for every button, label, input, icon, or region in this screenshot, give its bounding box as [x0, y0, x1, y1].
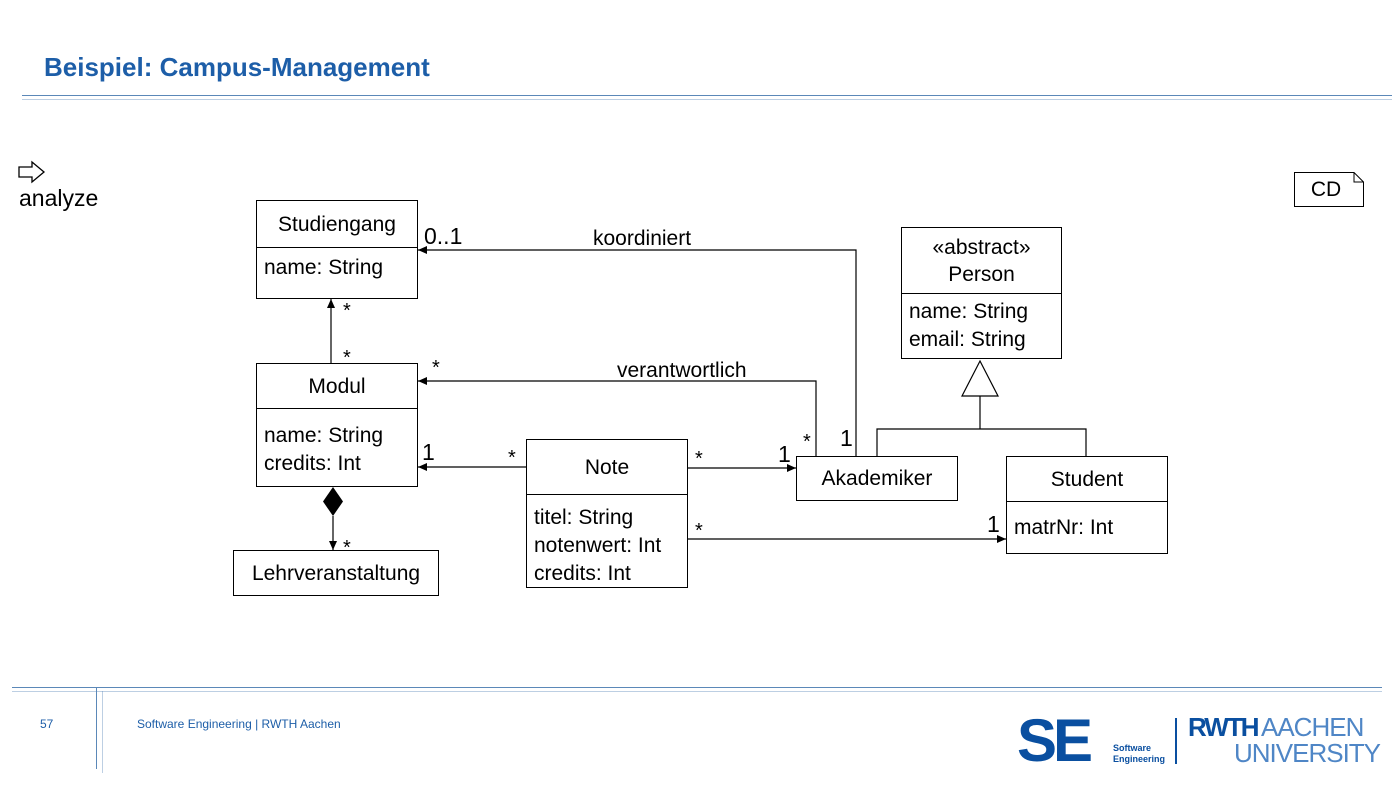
se-logo-line1: Software — [1113, 743, 1152, 753]
class-attributes: name: String — [257, 248, 417, 288]
class-stereotype: «abstract» — [932, 235, 1031, 259]
class-attributes: name: String email: String — [902, 294, 1061, 360]
class-lehrveranstaltung[interactable]: Lehrveranstaltung — [233, 550, 439, 596]
association-label-koordiniert: koordiniert — [593, 227, 692, 250]
multiplicity-note-akademiker-note: * — [695, 448, 703, 470]
attribute: name: String — [264, 256, 384, 279]
slide-title: Beispiel: Campus-Management — [44, 52, 430, 82]
attribute: matrNr: Int — [1014, 516, 1114, 539]
se-logo: SE Software Engineering — [1015, 707, 1166, 774]
multiplicity-koordiniert-studiengang: 0..1 — [424, 223, 463, 249]
footer-divider-thin — [102, 691, 103, 773]
page-number: 57 — [40, 717, 54, 731]
logo-separator — [1175, 718, 1177, 764]
class-student[interactable]: Student matrNr: Int — [1006, 456, 1168, 554]
class-akademiker[interactable]: Akademiker — [796, 456, 958, 501]
footer-text: Software Engineering | RWTH Aachen — [137, 717, 341, 731]
composition-diamond — [323, 487, 343, 516]
multiplicity-modul-note-modul: 1 — [422, 439, 435, 465]
class-attributes: name: String credits: Int — [257, 409, 417, 484]
diagram-tag-label: CD — [1310, 178, 1342, 201]
class-name: Student — [1007, 457, 1167, 502]
multiplicity-lehrveranstaltung: * — [343, 537, 351, 559]
class-attributes: matrNr: Int — [1007, 502, 1167, 548]
edge-verantwortlich — [418, 377, 820, 465]
edge-koordiniert — [418, 246, 860, 465]
footer-logos: SE Software Engineering RWTH AACHEN UNIV… — [1015, 707, 1381, 774]
rwth-logo-university: UNIVERSITY — [1234, 738, 1381, 768]
class-name: Person — [948, 262, 1015, 286]
class-name: Note — [527, 440, 687, 495]
attribute: email: String — [909, 328, 1026, 351]
footer-divider — [96, 687, 97, 769]
multiplicity-verantwortlich-modul: * — [432, 357, 440, 379]
footer-rule — [12, 687, 1382, 688]
se-logo-line2: Engineering — [1113, 754, 1166, 764]
hollow-arrow-icon — [18, 160, 46, 184]
class-attributes: titel: String notenwert: Int credits: In… — [527, 495, 687, 594]
analyze-label: analyze — [19, 185, 99, 211]
multiplicity-note-student-student: 1 — [987, 511, 1000, 537]
attribute: credits: Int — [264, 452, 361, 475]
attribute: titel: String — [534, 506, 634, 529]
attribute: notenwert: Int — [534, 534, 662, 557]
class-name: Modul — [257, 364, 417, 409]
attribute: credits: Int — [534, 562, 631, 585]
class-note[interactable]: Note titel: String notenwert: Int credit… — [526, 439, 688, 588]
rwth-logo-bold: RWTH — [1188, 712, 1260, 742]
multiplicity-note-akademiker-akademiker: 1 — [778, 441, 791, 467]
class-modul[interactable]: Modul name: String credits: Int — [256, 363, 418, 487]
se-logo-letters: SE — [1017, 707, 1093, 774]
class-name: Studiengang — [257, 201, 417, 248]
class-person[interactable]: «abstract» Person name: String email: St… — [901, 227, 1062, 359]
multiplicity-koordiniert-akademiker: 1 — [840, 425, 853, 451]
class-name-block: «abstract» Person — [902, 228, 1061, 294]
edge-generalization — [876, 396, 1087, 456]
attribute: name: String — [909, 300, 1029, 323]
multiplicity-modul-side: * — [343, 347, 351, 369]
rwth-logo: RWTH AACHEN UNIVERSITY — [1188, 712, 1381, 772]
rwth-logo-light: AACHEN — [1261, 712, 1364, 742]
multiplicity-verantwortlich-akademiker: * — [803, 431, 811, 453]
multiplicity-note-student-note: * — [695, 520, 703, 542]
title-rule-thin — [22, 99, 1392, 100]
multiplicity-modul-note-note: * — [508, 447, 516, 469]
attribute: name: String — [264, 424, 384, 447]
multiplicity-studiengang-side: * — [343, 300, 351, 322]
class-name: Akademiker — [821, 467, 933, 490]
footer-rule-thin — [12, 691, 1382, 692]
class-studiengang[interactable]: Studiengang name: String — [256, 200, 418, 299]
diagram-type-tag: CD — [1294, 172, 1364, 207]
title-rule — [22, 95, 1392, 96]
association-label-verantwortlich: verantwortlich — [617, 359, 747, 382]
generalization-triangle — [961, 359, 999, 397]
class-name: Lehrveranstaltung — [251, 561, 421, 585]
